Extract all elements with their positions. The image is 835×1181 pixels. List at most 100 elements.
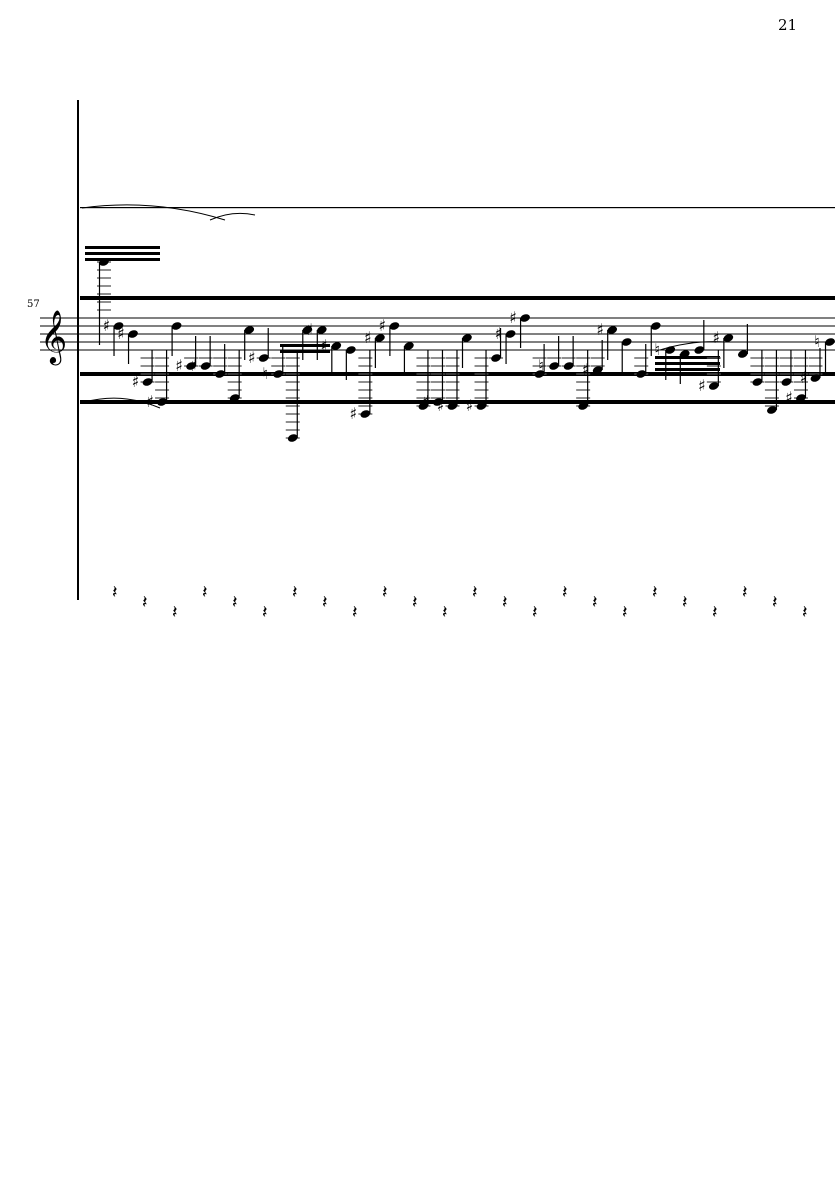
notehead xyxy=(171,322,182,330)
quarter-rest-icon: 𝄽 xyxy=(622,602,628,623)
notehead xyxy=(128,330,138,338)
sharp-icon: ♯ xyxy=(466,396,474,415)
sharp-icon: ♯ xyxy=(175,356,183,375)
quarter-rest-icon: 𝄽 xyxy=(442,602,448,623)
note xyxy=(403,342,414,376)
notehead xyxy=(781,378,792,386)
quarter-rest-icon: 𝄽 xyxy=(772,592,778,613)
natural-icon: ♮ xyxy=(814,332,820,351)
quarter-rest-icon: 𝄽 xyxy=(742,582,748,603)
quarter-rest-icon: 𝄽 xyxy=(502,592,508,613)
beam xyxy=(80,296,835,300)
sharp-icon: ♯ xyxy=(596,320,604,339)
notehead xyxy=(520,314,530,322)
sharp-icon: ♯ xyxy=(785,388,793,407)
sharp-icon: ♯ xyxy=(132,372,140,391)
note: ♯ xyxy=(596,320,618,360)
note: ♯ xyxy=(103,316,124,356)
note xyxy=(621,338,632,372)
note xyxy=(97,258,111,345)
notehead xyxy=(389,322,400,330)
note: ♮ xyxy=(262,344,286,383)
note: ♯ xyxy=(190,336,213,375)
notehead xyxy=(200,362,211,370)
note: ♯ xyxy=(132,350,155,391)
note xyxy=(779,350,794,386)
note: ♯ xyxy=(146,350,170,411)
beam xyxy=(85,246,160,249)
note: ♮ xyxy=(814,332,835,372)
notehead xyxy=(491,354,501,362)
quarter-rest-icon: 𝄽 xyxy=(412,592,418,613)
beam xyxy=(85,252,160,255)
note xyxy=(213,344,228,378)
notehead xyxy=(99,258,109,266)
beam xyxy=(85,258,160,261)
quarter-rest-icon: 𝄽 xyxy=(712,602,718,623)
notehead xyxy=(157,398,167,406)
sharp-icon: ♯ xyxy=(349,404,357,423)
note xyxy=(576,350,591,410)
notehead xyxy=(679,350,690,358)
sharp-icon: ♯ xyxy=(248,348,256,367)
note xyxy=(171,322,182,356)
sharp-icon: ♯ xyxy=(436,396,444,415)
notehead xyxy=(447,402,458,410)
note xyxy=(738,324,748,358)
note xyxy=(302,326,313,360)
notehead xyxy=(825,338,835,346)
beam xyxy=(280,350,330,353)
note: ♮ xyxy=(538,336,562,375)
sharp-icon: ♯ xyxy=(117,324,125,343)
note: ♯ xyxy=(306,320,327,360)
note xyxy=(679,350,690,384)
notehead xyxy=(331,342,342,350)
notehead xyxy=(287,434,298,442)
notehead xyxy=(578,402,589,410)
notehead xyxy=(142,378,153,386)
sharp-icon: ♯ xyxy=(712,328,720,347)
quarter-rest-icon: 𝄽 xyxy=(592,592,598,613)
note xyxy=(345,346,356,380)
notehead xyxy=(592,366,603,374)
notehead xyxy=(273,370,284,378)
note: ♯ xyxy=(466,350,489,415)
notehead xyxy=(476,402,487,410)
quarter-rest-icon: 𝄽 xyxy=(262,602,268,623)
notehead xyxy=(215,370,226,378)
notehead xyxy=(462,334,472,342)
note: ♯ xyxy=(378,316,400,356)
sharp-icon: ♯ xyxy=(320,336,328,355)
notehead xyxy=(549,362,559,370)
notehead xyxy=(433,398,443,406)
beam xyxy=(655,368,720,371)
staff xyxy=(40,100,835,600)
notehead xyxy=(607,326,618,334)
measure-number: 57 xyxy=(27,299,40,310)
treble-clef-icon: 𝄞 xyxy=(40,309,67,365)
sharp-icon: ♯ xyxy=(146,392,154,411)
note: ♯ xyxy=(349,350,373,423)
notehead xyxy=(375,334,385,342)
notehead xyxy=(360,410,371,418)
quarter-rest-icon: 𝄽 xyxy=(532,602,538,623)
notehead xyxy=(113,322,124,330)
note xyxy=(561,336,576,370)
page-number: 21 xyxy=(778,16,798,34)
beam xyxy=(655,362,720,365)
sharp-icon: ♯ xyxy=(190,356,198,375)
beam xyxy=(80,207,835,209)
natural-icon: ♮ xyxy=(262,364,268,383)
sharp-icon: ♯ xyxy=(799,368,807,387)
note: ♯ xyxy=(364,328,385,368)
sharp-icon: ♯ xyxy=(103,316,111,335)
note: ♯ xyxy=(582,340,605,379)
note: ♯ xyxy=(509,308,530,348)
note: ♯ xyxy=(785,350,808,407)
notehead xyxy=(345,346,356,354)
quarter-rest-icon: 𝄽 xyxy=(352,602,358,623)
notehead xyxy=(404,342,414,350)
note xyxy=(285,350,300,442)
note xyxy=(227,350,242,402)
note xyxy=(244,326,255,360)
